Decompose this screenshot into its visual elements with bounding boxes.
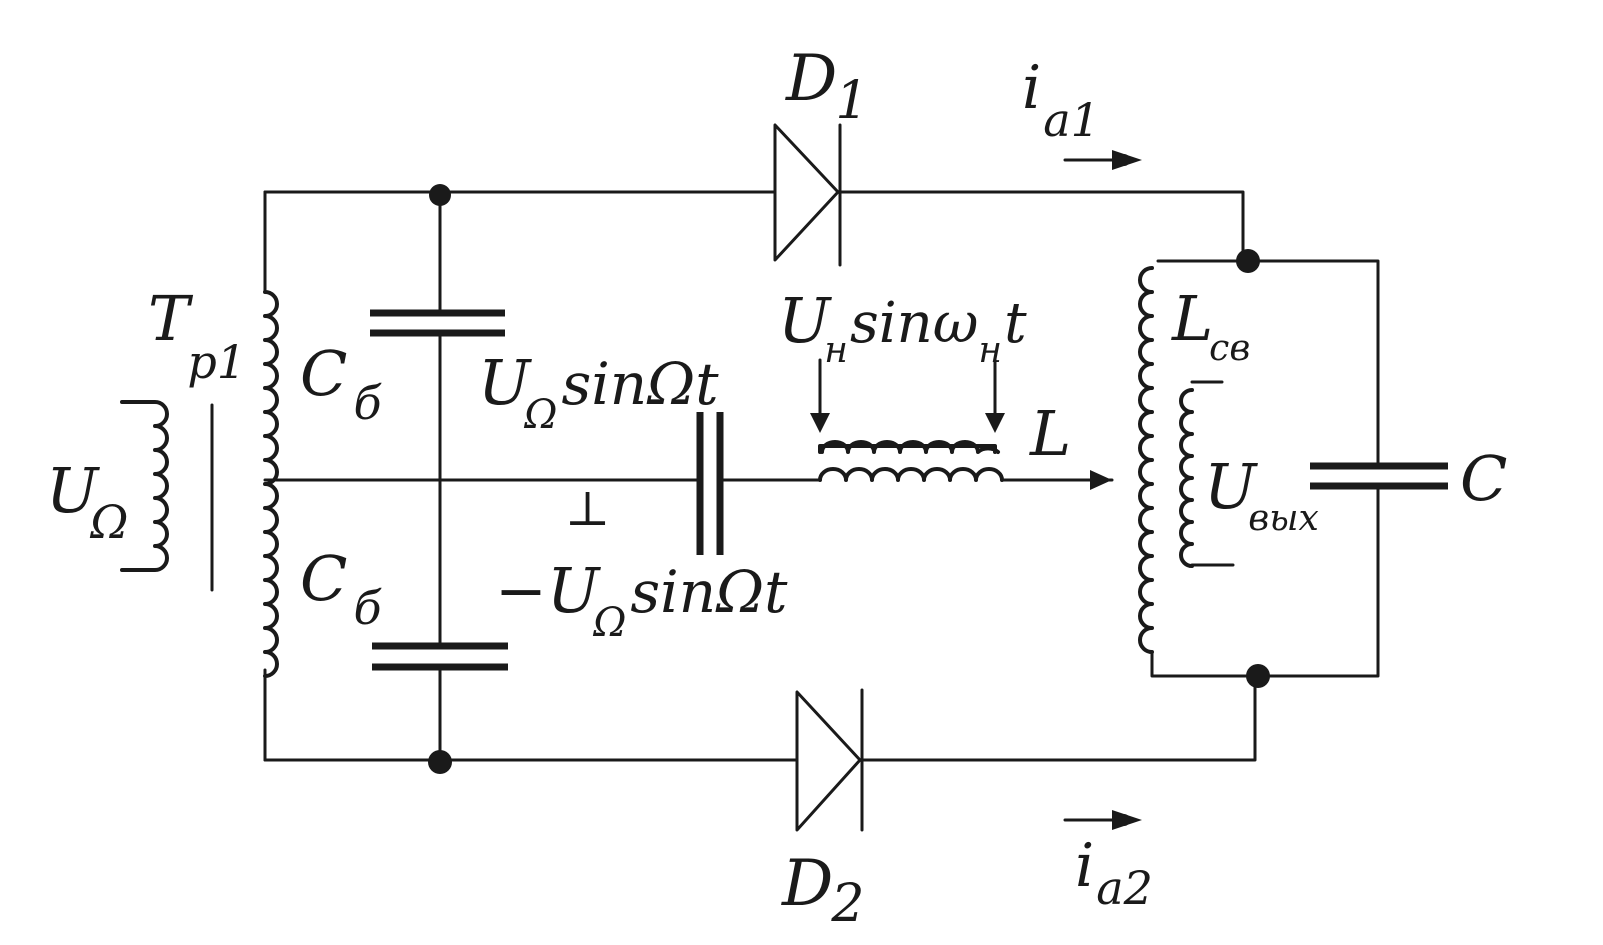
current-arrow-ia1 — [1063, 150, 1142, 170]
diode-d2 — [795, 688, 864, 832]
label-uout: Uвых — [1204, 450, 1319, 539]
label-carrier-voltage: Uнsinωнt — [778, 284, 1027, 371]
output-pickup-coil — [1179, 380, 1235, 568]
tank-wire-top — [1246, 259, 1380, 468]
junction-top — [429, 184, 451, 206]
junction-bottom — [428, 750, 452, 774]
label-ia2: ia2 — [1075, 831, 1153, 915]
label-ia1: ia1 — [1022, 53, 1100, 147]
label-u-omega: UΩ — [46, 454, 128, 549]
ground-mark: ⊥ — [565, 481, 610, 537]
tank-capacitor-c — [1310, 462, 1448, 490]
label-bottom-voltage: −UΩsinΩt — [495, 554, 788, 646]
primary-winding — [120, 400, 169, 572]
label-top-voltage: UΩsinΩt — [478, 346, 719, 438]
transformer-tp1 — [120, 290, 279, 678]
coupling-capacitor — [696, 412, 724, 555]
capacitor-cb-top — [370, 309, 505, 337]
label-l: L — [1029, 397, 1071, 470]
current-arrow-ia2 — [1063, 810, 1142, 830]
inductor-l — [818, 440, 1004, 482]
diode-d1 — [773, 123, 842, 267]
capacitor-cb-bottom — [372, 642, 508, 671]
output-inductor-lsv — [1138, 259, 1260, 678]
arrow-into-lsv — [1090, 470, 1112, 490]
label-c-out: C — [1460, 442, 1507, 515]
secondary-winding — [263, 290, 279, 678]
carrier-arrow-right — [985, 358, 1005, 433]
carrier-arrow-left — [810, 358, 830, 433]
label-d2: D2 — [781, 847, 864, 934]
top-wire-right — [838, 190, 1245, 263]
label-lsv: Lсв — [1171, 282, 1250, 369]
tank-wire-bottom — [1256, 484, 1380, 678]
bottom-wire-right — [860, 674, 1257, 762]
label-d1: D1 — [785, 42, 868, 131]
